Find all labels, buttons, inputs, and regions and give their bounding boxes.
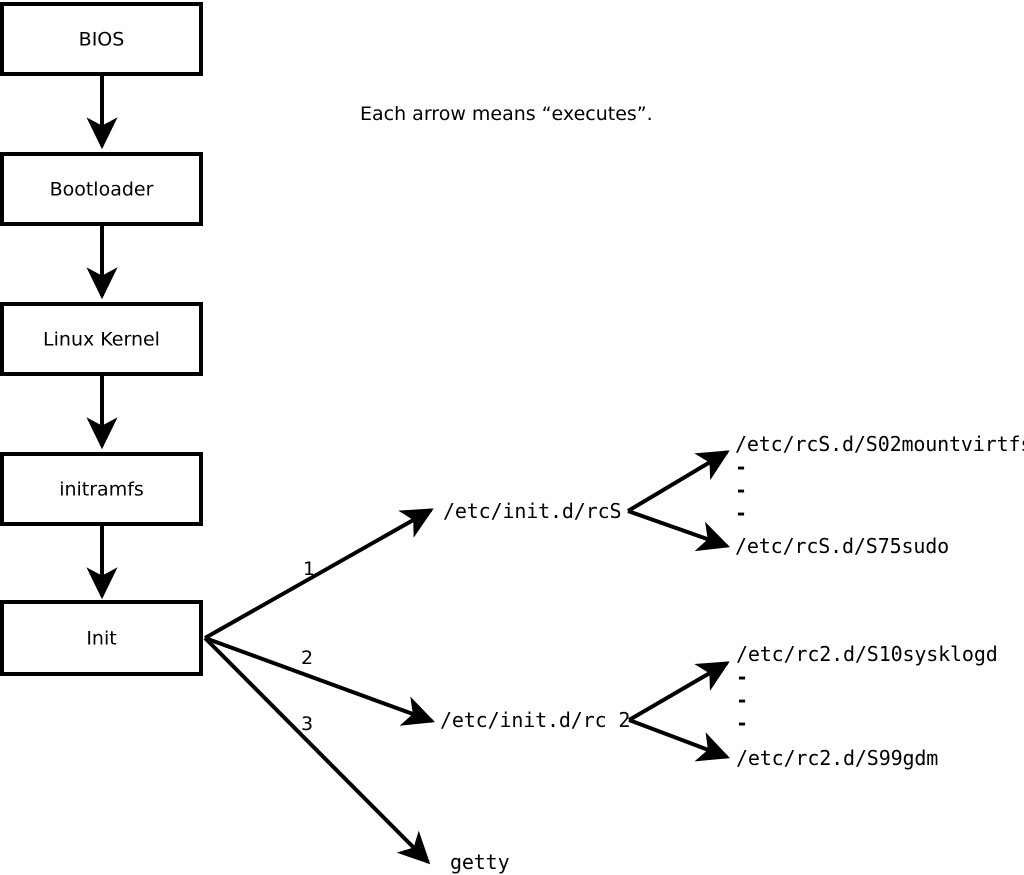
node-init: Init xyxy=(0,600,203,676)
initramfs-label: initramfs xyxy=(59,479,144,501)
bios-label: BIOS xyxy=(79,29,125,51)
edge-label-2: 2 xyxy=(301,647,313,669)
node-initramfs: initramfs xyxy=(0,452,203,526)
initramfs-box xyxy=(0,452,203,526)
rcs-ellipsis-dash-2: - xyxy=(735,478,747,502)
arrow-rc2-to-last xyxy=(628,718,730,762)
rc2-script-label: /etc/init.d/rc 2 xyxy=(440,708,630,732)
arrow-rc2-to-first xyxy=(627,661,730,722)
linux-kernel-label: Linux Kernel xyxy=(43,329,160,351)
rc2-ellipsis-dash-3: - xyxy=(736,711,748,735)
legend-note: Each arrow means “executes”. xyxy=(360,103,653,125)
getty-label: getty xyxy=(450,850,510,874)
node-bios: BIOS xyxy=(0,2,203,76)
bootloader-box xyxy=(0,152,203,226)
edge-label-1: 1 xyxy=(303,558,315,580)
arrow-init-to-rc2 xyxy=(204,636,436,726)
rc2-last-script: /etc/rc2.d/S99gdm xyxy=(736,746,938,770)
node-bootloader: Bootloader xyxy=(0,152,203,226)
rcs-first-script: /etc/rcS.d/S02mountvirtfs xyxy=(735,432,1024,456)
rc2-ellipsis-dash-1: - xyxy=(736,665,748,689)
arrow-init-to-rcs xyxy=(204,508,434,640)
arrow-init-to-getty xyxy=(203,636,431,865)
init-label: Init xyxy=(86,628,116,650)
rcs-ellipsis-dash-1: - xyxy=(735,455,747,479)
rcs-ellipsis-dash-3: - xyxy=(735,501,747,525)
arrow-rcs-to-last xyxy=(627,509,731,552)
rcs-script-label: /etc/init.d/rcS xyxy=(443,499,621,523)
rc2-first-script: /etc/rc2.d/S10sysklogd xyxy=(736,642,998,666)
init-box xyxy=(0,600,203,676)
linux-kernel-box xyxy=(0,302,203,376)
bios-box xyxy=(0,2,203,76)
rcs-last-script: /etc/rcS.d/S75sudo xyxy=(735,534,949,558)
edge-label-3: 3 xyxy=(301,713,313,735)
arrow-rcs-to-first xyxy=(626,450,730,513)
rc2-ellipsis-dash-2: - xyxy=(736,688,748,712)
bootloader-label: Bootloader xyxy=(50,179,154,201)
node-linux-kernel: Linux Kernel xyxy=(0,302,203,376)
